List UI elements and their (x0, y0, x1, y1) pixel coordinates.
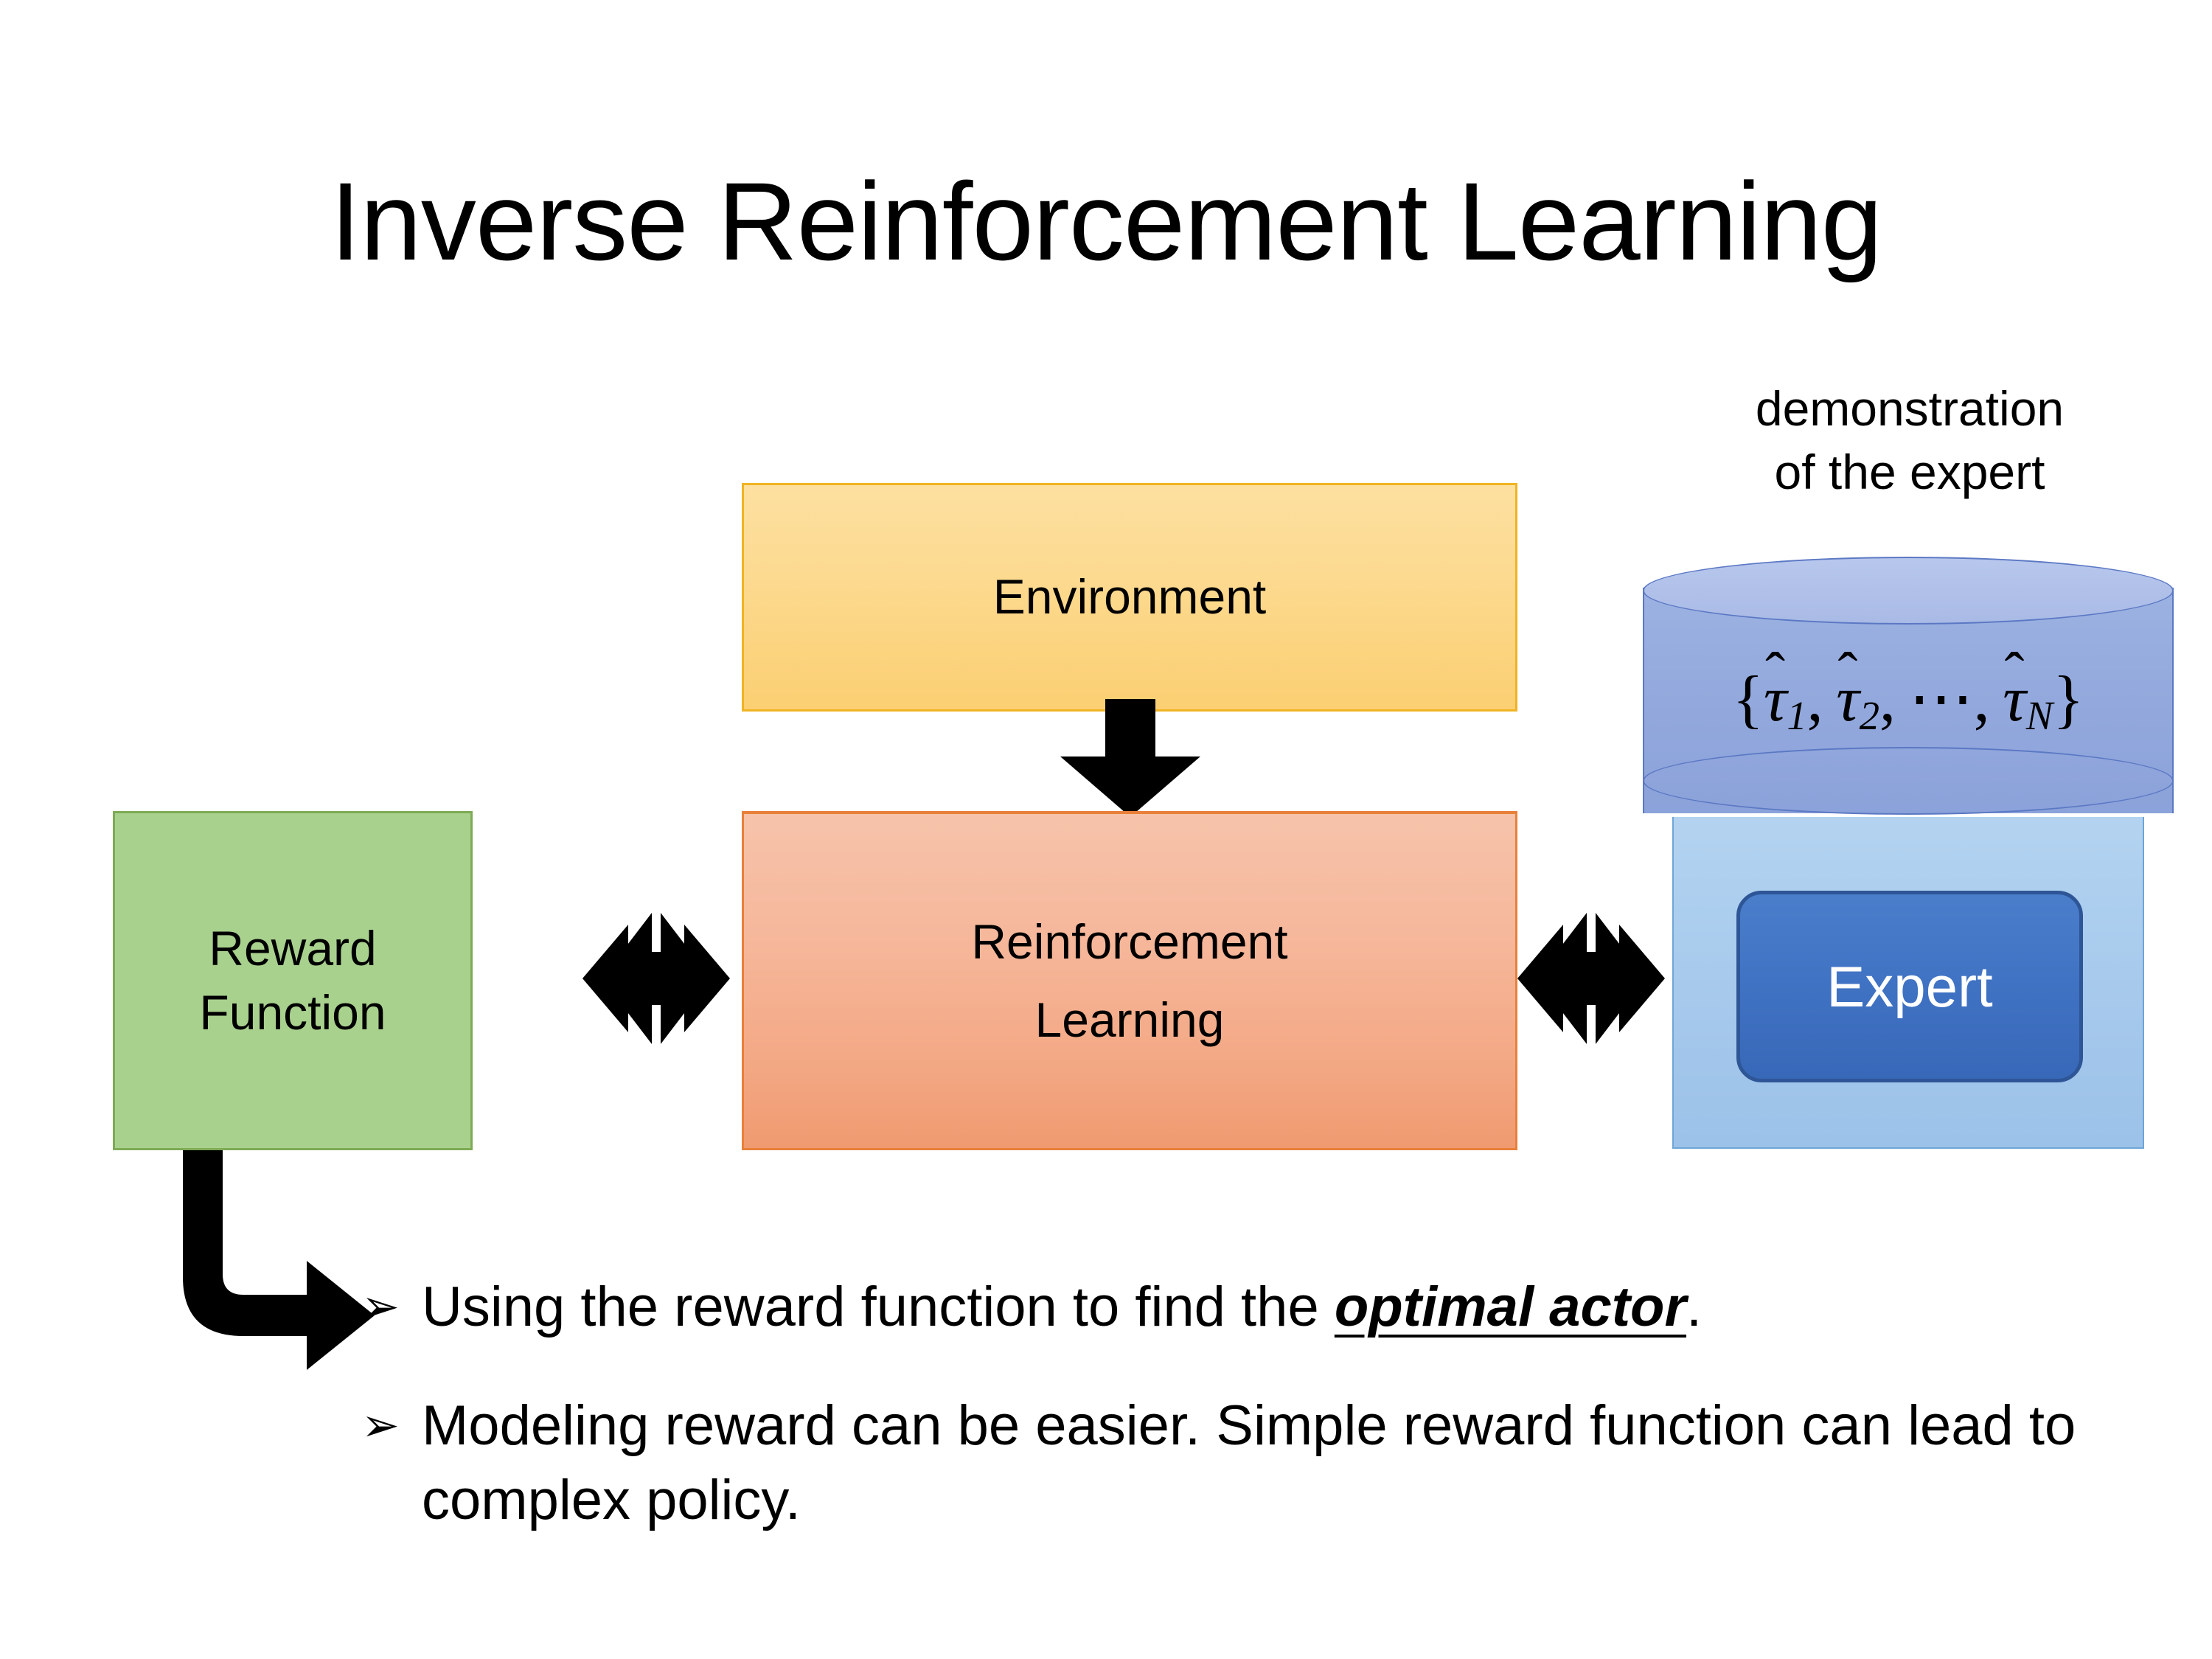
node-reward-function[interactable]: Reward Function (113, 811, 473, 1150)
arrow-rl-to-expert (1517, 882, 1665, 1075)
bullet-list: ➢ Using the reward function to find the … (361, 1270, 2116, 1537)
demonstration-caption-line1: demonstration (1755, 381, 2065, 436)
node-expert[interactable]: Expert (1736, 891, 2083, 1082)
bullet-text: Using the reward function to find the op… (422, 1270, 2116, 1344)
demonstration-cylinder[interactable]: {τ̂1, τ̂2, ⋯, τ̂N} (1643, 557, 2174, 844)
node-reinforcement-learning-label-line1: Reinforcement (971, 914, 1288, 970)
node-reinforcement-learning-label-line2: Learning (1034, 992, 1225, 1047)
node-reward-function-label-line1: Reward (209, 920, 377, 975)
demonstration-caption-line2: of the expert (1774, 444, 2045, 499)
page-title: Inverse Reinforcement Learning (330, 159, 1883, 283)
arrow-environment-to-rl (1060, 699, 1200, 817)
cylinder-bottom-ellipse (1643, 747, 2174, 815)
arrow-reward-to-bullets (183, 1150, 375, 1370)
demonstration-formula: {τ̂1, τ̂2, ⋯, τ̂N} (1732, 664, 2084, 738)
node-reward-function-label-line2: Function (199, 985, 386, 1040)
bullet-1-emphasis: optimal actor (1334, 1276, 1687, 1338)
node-environment[interactable]: Environment (742, 483, 1517, 712)
node-reinforcement-learning[interactable]: Reinforcement Learning (742, 811, 1517, 1150)
bullet-text: Modeling reward can be easier. Simple re… (422, 1388, 2116, 1537)
bullet-arrow-icon: ➢ (361, 1398, 400, 1453)
bullet-2-prefix: Modeling reward can be easier. Simple re… (422, 1394, 2076, 1532)
node-expert-label: Expert (1826, 954, 1993, 1019)
node-environment-label: Environment (992, 569, 1267, 625)
cylinder-top-ellipse (1643, 557, 2174, 625)
list-item: ➢ Using the reward function to find the … (361, 1270, 2116, 1344)
bullet-1-suffix: . (1686, 1276, 1703, 1338)
bullet-arrow-icon: ➢ (361, 1279, 400, 1333)
bullet-1-prefix: Using the reward function to find the (422, 1276, 1335, 1338)
demonstration-caption: demonstration of the expert (1652, 378, 2168, 504)
arrow-reward-to-rl (582, 882, 730, 1075)
list-item: ➢ Modeling reward can be easier. Simple … (361, 1388, 2116, 1537)
